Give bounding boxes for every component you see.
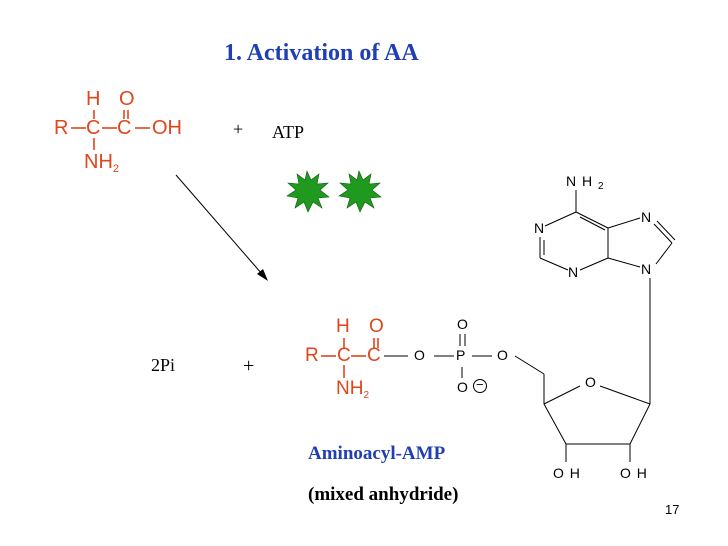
adenine-n1: N [534, 220, 545, 236]
aa-hydrogen: H [86, 88, 101, 110]
plus-sign-top: + [233, 119, 244, 139]
pyrophosphate-label: 2Pi [151, 355, 176, 375]
ribose-3-hydroxyl: O H [620, 465, 648, 481]
adenine-amino-group: N H 2 [566, 173, 605, 192]
ester-oxygen: O [497, 347, 508, 363]
product-carbonyl-oxygen: O [369, 316, 384, 337]
product-alpha-carbon: C [337, 345, 351, 366]
product-amino-group: NH2 [336, 378, 370, 401]
ribose-2-hydroxyl: O H [553, 465, 581, 481]
reaction-arrow [175, 174, 268, 281]
product-name: Aminoacyl-AMP [308, 443, 446, 464]
energy-star-left [286, 170, 330, 213]
phosphoryl-oxygen: O [457, 316, 468, 332]
adenine-n7: N [641, 209, 652, 225]
aa-hydroxyl: OH [152, 117, 182, 139]
energy-star-right [338, 170, 382, 213]
aa-amino-group: NH2 [84, 151, 120, 175]
ribose-bonds [543, 385, 651, 462]
aa-r-group: R [54, 117, 69, 139]
negative-charge-circle [473, 379, 487, 393]
ribose-ring-oxygen: O [585, 374, 596, 390]
slide-title: 1. Activation of AA [224, 40, 419, 66]
aa-alpha-carbon: C [86, 117, 101, 139]
product-note: (mixed anhydride) [308, 484, 459, 505]
aa-carboxyl-carbon: C [117, 117, 132, 139]
plus-sign-bottom: + [243, 355, 255, 377]
adenine-n9: N [641, 261, 652, 277]
product-r-group: R [305, 345, 319, 366]
phosphate-anion-oxygen: O [457, 379, 468, 395]
product-acyl-carbon: C [367, 345, 381, 366]
phosphorus: P [456, 347, 466, 363]
amino-acid-bonds [71, 110, 150, 150]
aa-carbonyl-oxygen: O [119, 88, 135, 110]
atp-label: ATP [272, 122, 305, 142]
adenine-bonds [539, 190, 676, 404]
adenine-n3: N [568, 264, 579, 280]
product-acyl-bonds [321, 338, 379, 378]
phosphate-bonds [384, 334, 545, 404]
slide-number: 17 [665, 502, 680, 517]
minus-sign: − [476, 377, 484, 392]
product-hydrogen: H [336, 316, 350, 337]
anhydride-oxygen: O [414, 347, 425, 363]
